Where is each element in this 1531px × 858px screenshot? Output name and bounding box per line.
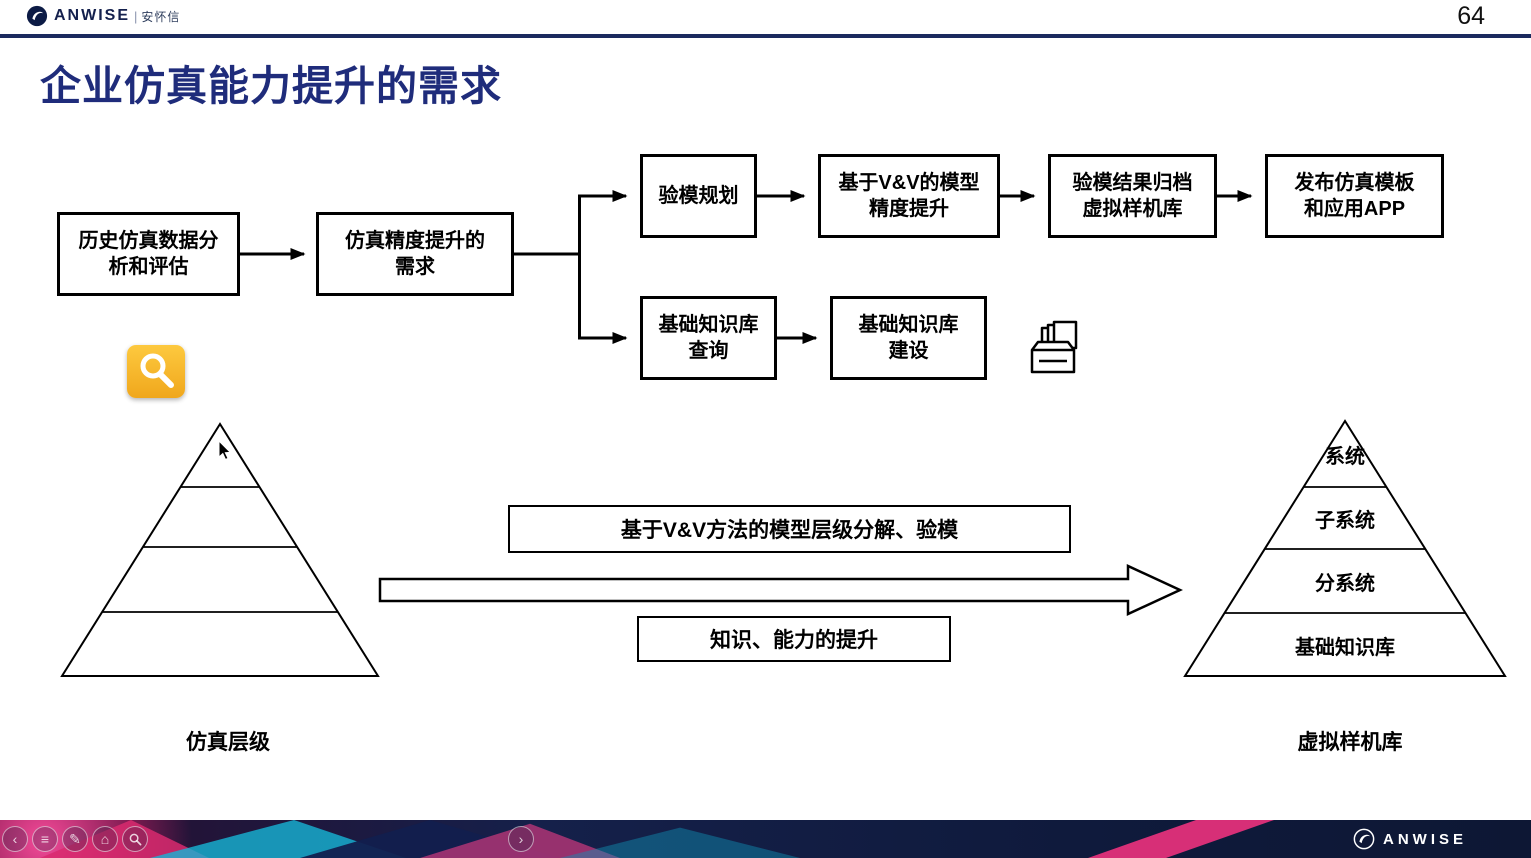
footer-deco-band <box>1088 820 1274 858</box>
slideshow-next-button[interactable]: › <box>508 826 534 852</box>
left-pyramid <box>60 422 380 677</box>
brand-divider: | <box>134 8 138 24</box>
card-file-icon <box>1022 320 1084 383</box>
page-title: 企业仿真能力提升的需求 <box>40 63 502 109</box>
right-pyramid-caption: 虚拟样机库 <box>1297 731 1403 754</box>
page-number: 64 <box>1457 2 1485 30</box>
zoom-icon <box>129 833 141 845</box>
footer-brand-logo: ANWISE <box>1353 828 1467 850</box>
big-right-arrow <box>378 564 1183 616</box>
flow-box-precision-need: 仿真精度提升的 需求 <box>316 212 514 296</box>
slideshow-pen-button[interactable]: ✎ <box>62 826 88 852</box>
brand-name: ANWISE <box>54 7 130 24</box>
footer-bar: ‹ ≡ ✎ ⌂ › ANWISE <box>0 820 1531 858</box>
anwise-logo-icon <box>26 5 48 27</box>
menu-icon: ≡ <box>40 831 50 847</box>
slideshow-home-button[interactable]: ⌂ <box>92 826 118 852</box>
flow-box-result-archive: 验模结果归档 虚拟样机库 <box>1048 154 1217 238</box>
header-divider-line <box>0 34 1531 38</box>
left-pyramid-caption: 仿真层级 <box>186 731 270 754</box>
anwise-logo-icon <box>1353 828 1375 850</box>
right-pyramid-level-subsystem: 子系统 <box>1315 510 1375 532</box>
flow-box-publish-app: 发布仿真模板 和应用APP <box>1265 154 1444 238</box>
flow-box-vv-precision: 基于V&V的模型 精度提升 <box>818 154 1000 238</box>
flow-box-history-data: 历史仿真数据分 析和评估 <box>57 212 240 296</box>
banner-knowledge-up: 知识、能力的提升 <box>637 616 951 662</box>
top-header: ANWISE | 安怀信 64 <box>0 0 1531 34</box>
flow-box-kb-query: 基础知识库 查询 <box>640 296 777 380</box>
slideshow-zoom-button[interactable] <box>122 826 148 852</box>
footer-brand-name: ANWISE <box>1383 830 1467 848</box>
prev-icon: ‹ <box>12 831 18 847</box>
right-pyramid-level-system: 系统 <box>1325 446 1365 468</box>
search-icon <box>127 345 185 398</box>
slideshow-prev-button[interactable]: ‹ <box>2 826 28 852</box>
banner-vv-method: 基于V&V方法的模型层级分解、验模 <box>508 505 1071 553</box>
brand-logo: ANWISE | 安怀信 <box>26 5 180 27</box>
pen-icon: ✎ <box>69 831 81 847</box>
home-icon: ⌂ <box>100 831 110 847</box>
brand-name-cn: 安怀信 <box>141 9 181 24</box>
footer-deco-triangle <box>560 827 800 858</box>
slideshow-menu-button[interactable]: ≡ <box>32 826 58 852</box>
right-pyramid-level-knowledge: 基础知识库 <box>1295 637 1395 659</box>
next-icon: › <box>518 831 524 847</box>
right-pyramid-level-division: 分系统 <box>1315 573 1375 595</box>
flow-box-validation-plan: 验模规划 <box>640 154 757 238</box>
mouse-cursor-icon <box>218 439 232 461</box>
flow-box-kb-build: 基础知识库 建设 <box>830 296 987 380</box>
